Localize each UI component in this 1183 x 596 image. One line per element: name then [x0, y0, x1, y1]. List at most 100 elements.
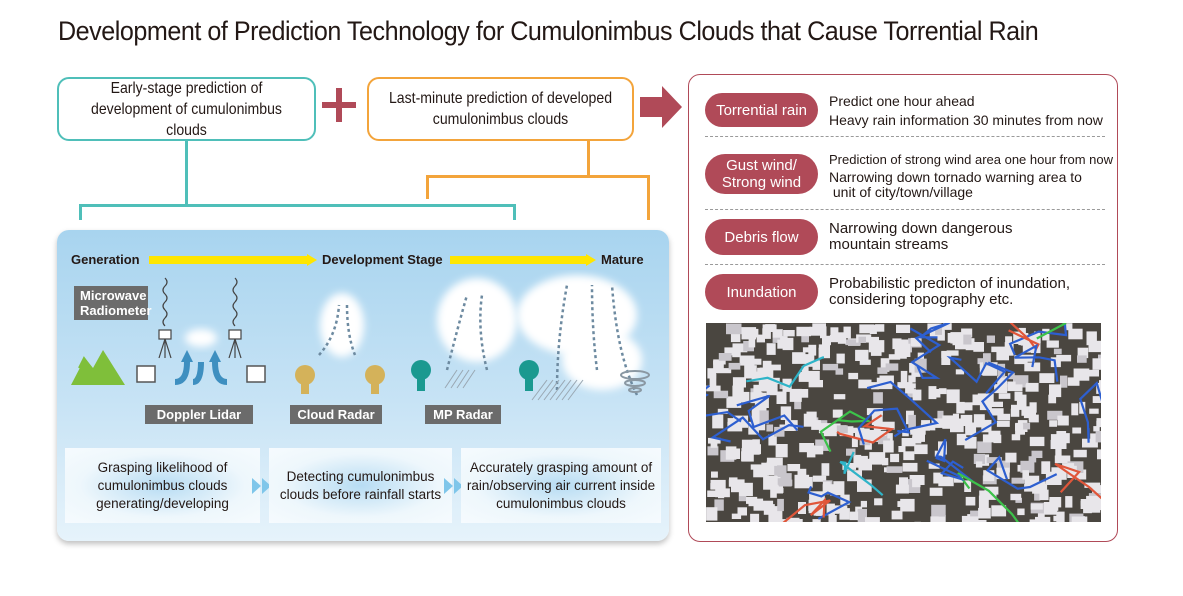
building	[964, 436, 977, 449]
building	[900, 370, 908, 383]
description-development: Detecting cumulonimbus clouds before rai…	[269, 448, 452, 523]
building	[714, 499, 724, 511]
building	[981, 419, 992, 433]
building	[796, 326, 811, 337]
building	[753, 384, 762, 396]
building	[729, 477, 738, 484]
building	[739, 355, 755, 366]
building	[809, 445, 824, 455]
building	[883, 440, 894, 453]
building	[983, 353, 991, 366]
street-flow-line	[926, 459, 965, 482]
observation-stages-panel: Generation Development Stage Mature	[57, 230, 669, 541]
building	[877, 367, 888, 374]
building	[756, 334, 765, 343]
building	[958, 402, 973, 411]
building	[983, 470, 995, 482]
hazard-text: unit of city/town/village	[829, 184, 973, 200]
building	[820, 326, 827, 339]
building	[739, 482, 753, 497]
building	[1049, 420, 1057, 427]
building	[930, 516, 939, 522]
building	[737, 507, 747, 516]
building	[766, 424, 774, 432]
street-flow-line	[914, 323, 950, 354]
building	[727, 421, 743, 432]
building	[943, 323, 952, 330]
building	[989, 408, 1004, 416]
building	[960, 414, 973, 426]
building	[772, 487, 784, 493]
building	[1007, 373, 1015, 380]
building	[961, 328, 973, 338]
building	[749, 328, 759, 338]
aerial-city-map-image	[706, 323, 1101, 522]
building	[770, 364, 781, 371]
building	[1039, 373, 1055, 383]
building	[1056, 431, 1067, 444]
small-cloud-icon	[185, 329, 217, 347]
building	[908, 375, 916, 383]
hazard-text: Narrowing down dangerous	[829, 220, 1013, 237]
building	[1043, 502, 1058, 515]
growing-cloud-icon	[437, 278, 517, 362]
building	[941, 350, 952, 358]
building	[777, 498, 784, 512]
street-flow-line	[839, 451, 884, 497]
cloud-radar-icon	[295, 365, 315, 394]
building	[979, 490, 987, 497]
building	[1097, 449, 1101, 460]
building	[849, 427, 865, 433]
building	[815, 439, 830, 451]
building	[1039, 489, 1049, 501]
building	[855, 455, 868, 463]
hazard-text: Predict one hour ahead	[829, 93, 975, 109]
building	[775, 444, 788, 458]
building	[822, 335, 831, 346]
building	[870, 347, 882, 356]
building	[758, 500, 774, 511]
building	[1053, 348, 1062, 355]
building	[828, 515, 837, 522]
building	[758, 381, 773, 392]
teal-connector-right-drop	[513, 204, 516, 220]
building	[1011, 434, 1021, 441]
building	[973, 414, 985, 428]
hazard-text: Prediction of strong wind area one hour …	[829, 152, 1113, 167]
hazard-text: considering topography etc.	[829, 291, 1014, 308]
building	[1060, 375, 1068, 388]
building	[977, 358, 987, 365]
mountain-icon	[71, 350, 125, 385]
building	[834, 505, 848, 514]
building	[1029, 519, 1041, 522]
building	[898, 446, 906, 453]
building	[920, 423, 936, 431]
building	[874, 498, 883, 506]
building	[875, 324, 885, 332]
building	[729, 397, 739, 404]
building	[946, 350, 959, 356]
building	[710, 479, 726, 490]
building	[869, 336, 879, 344]
building	[772, 329, 783, 338]
building	[1092, 396, 1101, 403]
building	[768, 513, 778, 522]
building	[751, 406, 760, 414]
tornado-icon	[620, 370, 650, 393]
street-flow-line	[1079, 381, 1101, 443]
building	[812, 519, 821, 522]
building	[1005, 452, 1017, 463]
building	[1028, 456, 1037, 463]
building	[750, 513, 760, 522]
building	[732, 343, 748, 353]
building	[978, 495, 989, 509]
building	[1091, 498, 1101, 511]
street-flow-line	[1054, 462, 1101, 500]
building	[718, 484, 725, 499]
building	[794, 474, 810, 489]
early-stage-prediction-box: Early-stage prediction of development of…	[57, 77, 316, 141]
building	[1067, 465, 1077, 478]
building	[908, 414, 916, 428]
building	[931, 504, 946, 517]
building	[717, 408, 729, 414]
